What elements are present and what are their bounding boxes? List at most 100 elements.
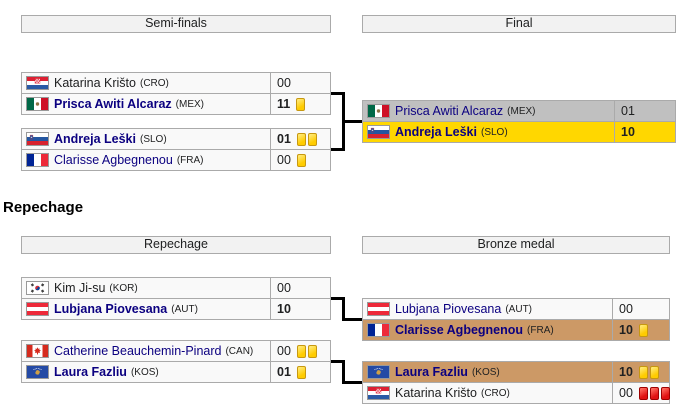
team-row: Laura Fazliu(KOS)01 — [22, 361, 330, 382]
team-name-cell: Kim Ji-su(KOR) — [22, 281, 270, 295]
yellow-card-icon — [638, 365, 648, 379]
red-card-icon — [638, 386, 648, 400]
bracket-header-final: Final — [362, 15, 676, 33]
team-row: Lubjana Piovesana(AUT) 10 — [22, 298, 330, 319]
team-name-cell: Prisca Awiti Alcaraz(MEX) — [22, 97, 270, 111]
score-cell: 00 — [612, 299, 669, 319]
team-name-cell: Clarisse Agbegnenou(FRA) — [363, 323, 612, 337]
athlete-name[interactable]: Prisca Awiti Alcaraz — [395, 104, 504, 118]
team-row: Prisca Awiti Alcaraz(MEX)01 — [363, 101, 675, 121]
country-code: (KOS) — [471, 366, 500, 378]
team-name-cell: Laura Fazliu(KOS) — [363, 365, 612, 379]
bracket-connector — [331, 297, 343, 300]
flag-fra-icon — [367, 323, 390, 337]
score-cell: 00 — [612, 383, 672, 403]
score-value: 10 — [277, 302, 291, 316]
score-value: 00 — [277, 281, 291, 295]
flag-can-icon — [26, 344, 49, 358]
score-value: 11 — [277, 97, 291, 111]
yellow-card-icon — [296, 132, 306, 146]
bracket-connector — [342, 297, 345, 321]
bracket-connector — [342, 360, 345, 384]
team-row: Andreja Leški(SLO) 01 — [22, 129, 330, 149]
score-cell: 00 — [270, 341, 330, 361]
score-cell: 01 — [270, 362, 330, 382]
team-row: Andreja Leški(SLO)10 — [363, 121, 675, 142]
team-row: Kim Ji-su(KOR) 00 — [22, 278, 330, 298]
penalty-cards — [296, 365, 308, 379]
team-name-cell: Andreja Leški(SLO) — [22, 132, 270, 146]
athlete-name: Katarina Krišto — [395, 386, 477, 400]
athlete-name[interactable]: Lubjana Piovesana — [54, 302, 168, 316]
score-value: 01 — [277, 132, 291, 146]
country-code: (MEX) — [175, 98, 204, 110]
yellow-card-icon — [307, 132, 317, 146]
team-row: Laura Fazliu(KOS)10 — [363, 362, 669, 382]
athlete-name[interactable]: Prisca Awiti Alcaraz — [54, 97, 172, 111]
athlete-name[interactable]: Andreja Leški — [54, 132, 136, 146]
penalty-cards — [296, 97, 307, 111]
yellow-card-icon — [638, 323, 648, 337]
team-row: Catherine Beauchemin-Pinard(CAN) 00 — [22, 341, 330, 361]
bracket-connector — [344, 120, 362, 123]
country-code: (FRA) — [527, 324, 554, 336]
yellow-card-icon — [296, 365, 306, 379]
flag-mex-icon — [367, 104, 390, 118]
yellow-card-icon — [296, 344, 306, 358]
team-name-cell: Andreja Leški(SLO) — [363, 125, 614, 139]
country-code: (SLO) — [139, 133, 167, 145]
team-name-cell: Katarina Krišto(CRO) — [22, 76, 270, 90]
athlete-name[interactable]: Clarisse Agbegnenou — [54, 153, 173, 167]
country-code: (AUT) — [171, 303, 198, 315]
score-value: 00 — [619, 386, 633, 400]
bracket-header-repechage: Repechage — [21, 236, 331, 254]
penalty-cards — [296, 344, 319, 358]
athlete-name[interactable]: Laura Fazliu — [54, 365, 127, 379]
flag-aut-icon — [26, 302, 49, 316]
bracket-connector — [344, 381, 362, 384]
score-cell: 10 — [270, 299, 330, 319]
flag-fra-icon — [26, 153, 49, 167]
penalty-cards — [638, 365, 661, 379]
flag-slo-icon — [26, 132, 49, 146]
yellow-card-icon — [649, 365, 659, 379]
athlete-name[interactable]: Catherine Beauchemin-Pinard — [54, 344, 222, 358]
athlete-name: Katarina Krišto — [54, 76, 136, 90]
athlete-name[interactable]: Lubjana Piovesana — [395, 302, 502, 316]
team-name-cell: Lubjana Piovesana(AUT) — [363, 302, 612, 316]
flag-mex-icon — [26, 97, 49, 111]
athlete-name: Kim Ji-su — [54, 281, 106, 295]
country-code: (CRO) — [480, 387, 510, 399]
athlete-name[interactable]: Andreja Leški — [395, 125, 477, 139]
score-cell: 10 — [612, 362, 669, 382]
score-cell: 01 — [270, 129, 330, 149]
bracket-connector — [342, 92, 345, 151]
country-code: (SLO) — [480, 126, 508, 138]
country-code: (CAN) — [225, 345, 254, 357]
team-name-cell: Katarina Krišto(CRO) — [363, 386, 612, 400]
bracket-connector — [331, 148, 343, 151]
team-name-cell: Lubjana Piovesana(AUT) — [22, 302, 270, 316]
team-name-cell: Laura Fazliu(KOS) — [22, 365, 270, 379]
penalty-cards — [638, 386, 672, 400]
score-value: 00 — [277, 153, 291, 167]
athlete-name[interactable]: Laura Fazliu — [395, 365, 468, 379]
repechage-section-heading: Repechage — [3, 199, 84, 216]
score-value: 01 — [621, 104, 635, 118]
team-name-cell: Clarisse Agbegnenou(FRA) — [22, 153, 270, 167]
team-row: Katarina Krišto(CRO) 00 — [363, 382, 672, 403]
score-cell: 01 — [614, 101, 675, 121]
score-cell: 00 — [270, 278, 330, 298]
athlete-name[interactable]: Clarisse Agbegnenou — [395, 323, 524, 337]
flag-kos-icon — [26, 365, 49, 379]
score-value: 10 — [619, 323, 633, 337]
score-cell: 10 — [612, 320, 669, 340]
red-card-icon — [660, 386, 670, 400]
country-code: (KOS) — [130, 366, 159, 378]
